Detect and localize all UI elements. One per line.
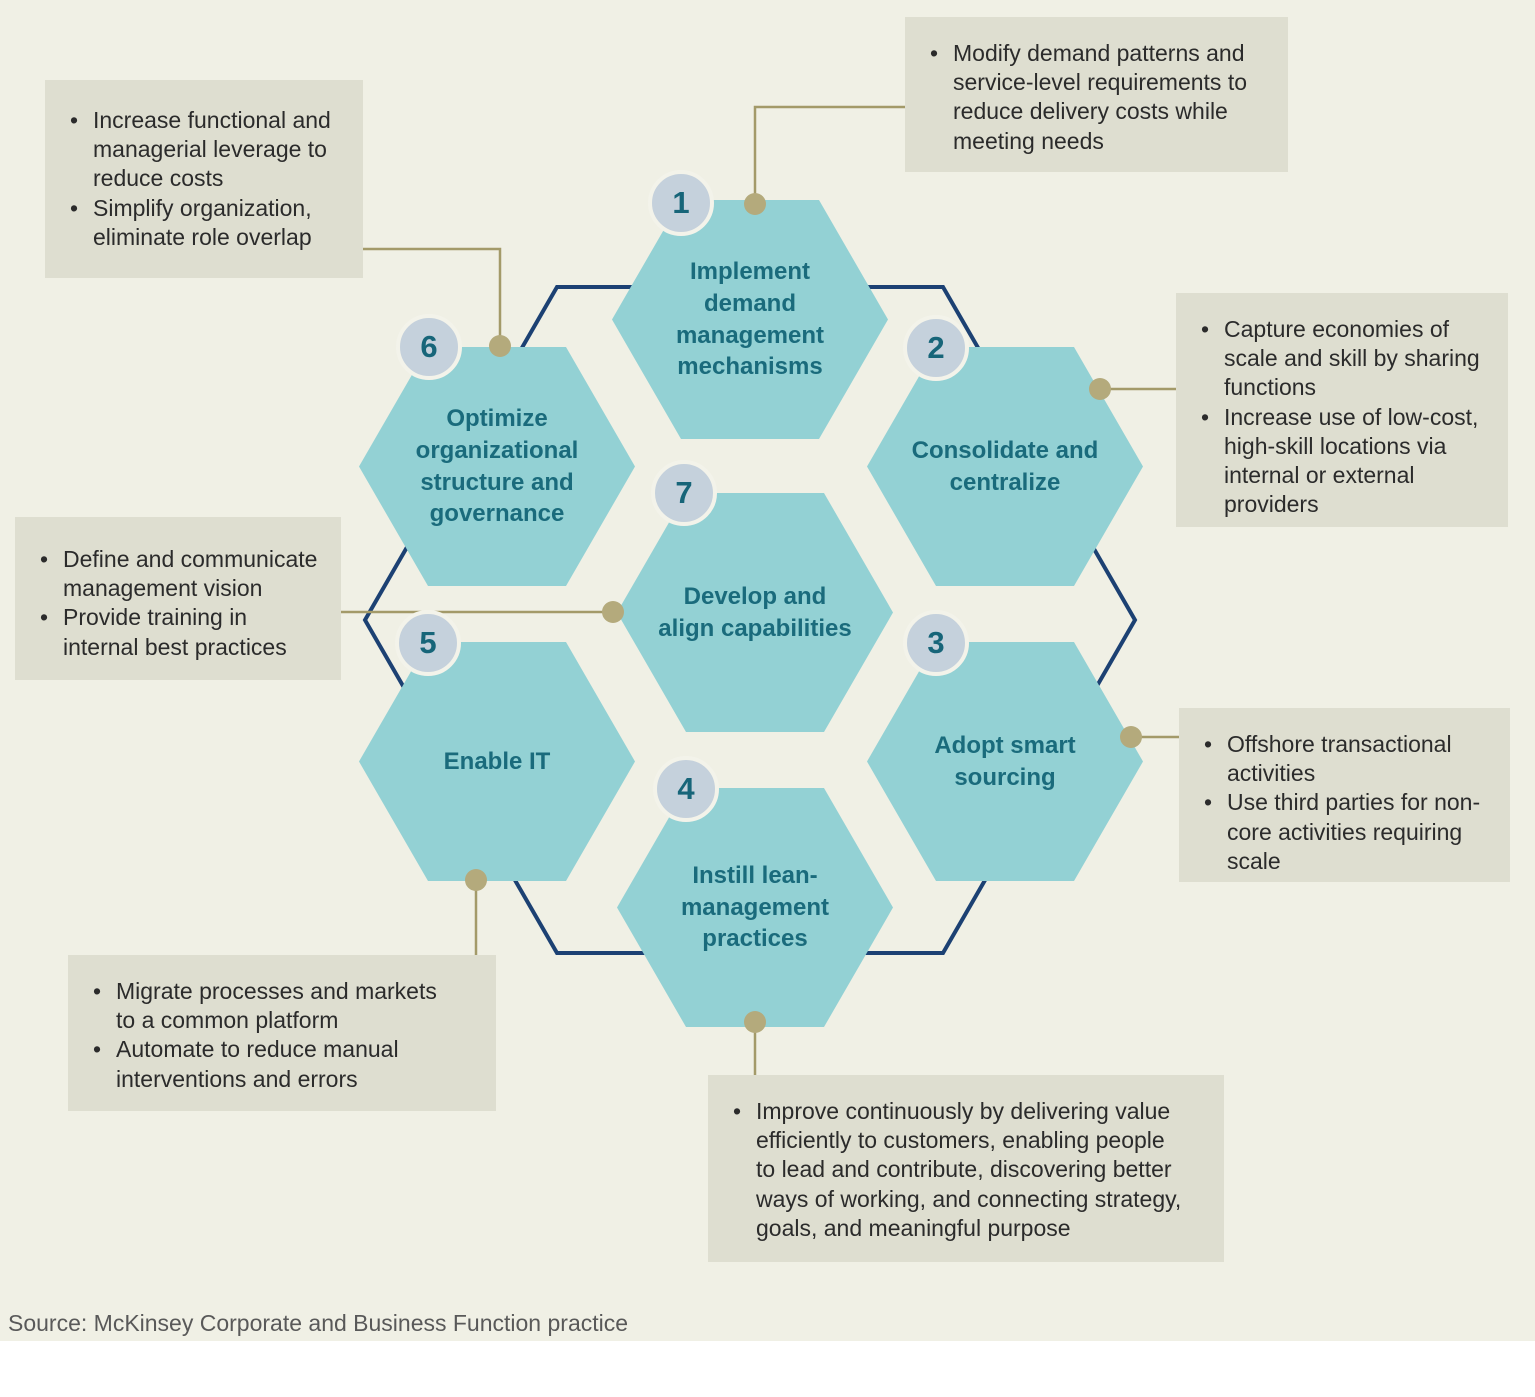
badge-number-5: 5 (419, 625, 437, 660)
badge-number-2: 2 (927, 330, 945, 365)
hexagon-1-number-badge: 1 (648, 170, 714, 236)
badge-number-7: 7 (675, 475, 693, 510)
bullet-item: Migrate processes and markets to a commo… (92, 977, 446, 1035)
bullet-item: Increase functional and managerial lever… (69, 106, 343, 194)
bullet-item: Automate to reduce manual interventions … (92, 1035, 446, 1093)
bullet-item: Offshore transactional activities (1203, 730, 1490, 788)
bullet-item: Simplify organization, eliminate role ov… (69, 194, 343, 252)
hexagon-4-number-badge: 4 (653, 756, 719, 822)
hexagon-7-label: Develop and align capabilities (658, 582, 852, 642)
callout-3-bullet-list: Offshore transactional activities Use th… (1203, 730, 1490, 876)
hexagon-2-label: Consolidate and centralize (911, 436, 1099, 496)
callout-2-consolidate: Capture economies of scale and skill by … (1176, 293, 1508, 527)
bullet-item: Provide training in internal best practi… (39, 603, 321, 661)
hexagon-5-number-badge: 5 (395, 610, 461, 676)
badge-number-4: 4 (677, 771, 695, 806)
badge-number-3: 3 (927, 625, 945, 660)
hexagon-3-label: Adopt smart sourcing (934, 731, 1076, 791)
hexagon-6-number-badge: 6 (396, 314, 462, 380)
callout-7-bullet-list: Define and communicate management vision… (39, 545, 321, 662)
source-attribution: Source: McKinsey Corporate and Business … (8, 1310, 629, 1336)
bullet-item: Improve continuously by delivering value… (732, 1097, 1186, 1243)
hexagon-4-label: Instill lean-management practices (680, 861, 830, 953)
callout-1-bullet-list: Modify demand patterns and service-level… (929, 39, 1268, 156)
callout-7-capabilities: Define and communicate management vision… (15, 517, 341, 680)
hexagon-1-label: Implement demand management mechanisms (675, 258, 825, 381)
callout-6-org-structure: Increase functional and managerial lever… (45, 80, 363, 278)
callout-5-enable-it: Migrate processes and markets to a commo… (68, 955, 496, 1111)
callout-3-smart-sourcing: Offshore transactional activities Use th… (1179, 708, 1510, 882)
hexagon-7-number-badge: 7 (651, 460, 717, 526)
callout-1-demand-management: Modify demand patterns and service-level… (905, 17, 1288, 172)
hexagon-2-number-badge: 2 (903, 315, 969, 381)
bullet-item: Define and communicate management vision (39, 545, 321, 603)
bullet-item: Modify demand patterns and service-level… (929, 39, 1268, 156)
hexagon-3-number-badge: 3 (903, 610, 969, 676)
callout-2-bullet-list: Capture economies of scale and skill by … (1200, 315, 1488, 519)
hexagon-5-label: Enable IT (443, 747, 551, 775)
callout-4-lean-management: Improve continuously by delivering value… (708, 1075, 1224, 1262)
callout-6-bullet-list: Increase functional and managerial lever… (69, 106, 343, 252)
callout-4-bullet-list: Improve continuously by delivering value… (732, 1097, 1186, 1243)
bullet-item: Use third parties for non-core activitie… (1203, 788, 1490, 876)
bullet-item: Capture economies of scale and skill by … (1200, 315, 1488, 403)
badge-number-6: 6 (420, 329, 438, 364)
hexagon-6-label: Optimize organizational structure and go… (415, 405, 579, 528)
bullet-item: Increase use of low-cost, high-skill loc… (1200, 403, 1488, 520)
callout-5-bullet-list: Migrate processes and markets to a commo… (92, 977, 446, 1094)
badge-number-1: 1 (672, 185, 690, 220)
